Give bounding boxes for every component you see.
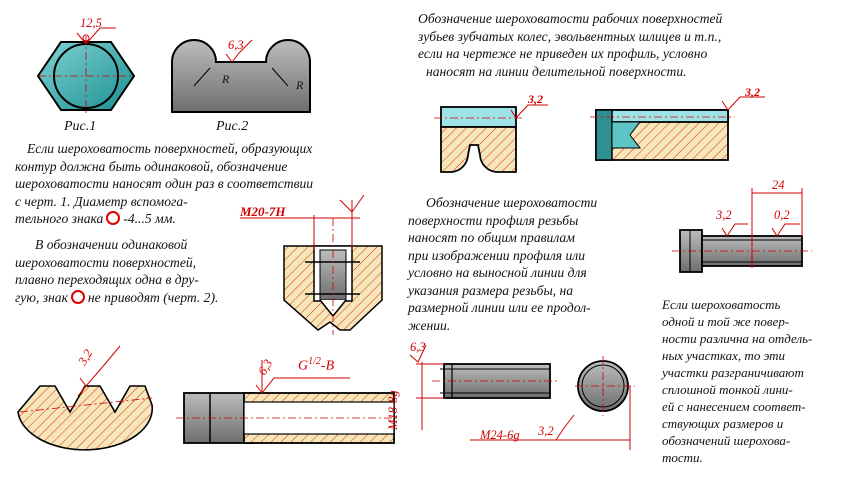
middle-paragraph: Обозначение шероховатости поверхности пр…	[408, 194, 648, 334]
gear-tooth-figure	[434, 104, 548, 173]
text-line: жении.	[408, 317, 451, 333]
text-line: одной и той же повер-	[662, 314, 790, 329]
text-line: сплошной тонкой лини-	[662, 382, 793, 397]
gear-roughness-1: 3,2	[528, 92, 543, 106]
text-line: плавно переходящих одна в дру-	[15, 272, 199, 287]
text-line: тельного знака -4...5 мм.	[15, 210, 385, 228]
hexagon-figure	[36, 27, 136, 116]
bolt-roughness-1: 6,3	[410, 340, 426, 354]
profile-figure	[171, 39, 311, 113]
text-line: контур должна быть одинаковой, обозначен…	[15, 158, 288, 174]
text-line: с черт. 1. Диаметр вспомога-	[15, 193, 188, 209]
text-line: если на чертеже не приведен их профиль, …	[418, 46, 708, 61]
text-line: шероховатости наносят один раз в соответ…	[15, 176, 314, 191]
fig1-roughness-label: 12,5	[80, 16, 102, 30]
text-line: В обозначении одинаковой	[35, 237, 188, 252]
text-line: Если шероховатость	[662, 297, 781, 312]
text-line: зубьев зубчатых колес, эвольвентных шлиц…	[418, 28, 722, 44]
bolt-figure	[409, 344, 635, 450]
text-segment: -4...5 мм.	[123, 211, 176, 226]
fig1-caption: Рис.1	[64, 119, 97, 134]
text-line: поверхности профиля резьбы	[408, 212, 579, 228]
bolt-m24-label: M24-6g	[480, 428, 520, 442]
thread-profile-figure	[17, 345, 154, 451]
text-line: размерной линии или ее продол-	[408, 300, 591, 315]
text-line: участки разграничивают	[662, 365, 804, 380]
fig2-caption: Рис.2	[216, 119, 249, 134]
text-line: условно на выносной линии для	[408, 265, 587, 280]
text-segment: тельного знака	[15, 211, 104, 226]
text-segment: не приводят (черт. 2).	[87, 289, 219, 305]
text-line: ных участках, то эти	[662, 348, 786, 363]
spline-shaft-figure	[590, 96, 765, 161]
text-line: Если шероховатость поверхностей, образую…	[27, 141, 313, 156]
shaft-roughness-2: 0,2	[774, 208, 790, 222]
right-paragraph: Если шероховатость одной и той же повер-…	[662, 296, 842, 466]
stepped-shaft-figure	[672, 188, 812, 273]
shaft-roughness-1: 3,2	[716, 208, 732, 222]
bolt-roughness-2: 3,2	[538, 424, 554, 438]
left-paragraph-1: Если шероховатость поверхностей, образую…	[15, 140, 385, 228]
text-segment: G	[298, 358, 309, 374]
thread-m20-label: M20-7H	[240, 204, 286, 219]
text-line: ей с нанесением соответ-	[662, 399, 806, 414]
text-line: тости.	[662, 450, 703, 465]
text-line: Обозначение шероховатости рабочих поверх…	[418, 11, 723, 26]
text-line: наносят на линии делительной поверхности…	[426, 63, 687, 79]
text-segment: гую, знак	[15, 289, 68, 305]
text-line: Обозначение шероховатости	[426, 195, 598, 210]
text-line: наносят по общим правилам	[408, 230, 575, 245]
text-segment: -B	[320, 358, 335, 374]
fig2-roughness-label: 6,3	[228, 38, 244, 52]
pipe-thread-label: G1/2-B	[298, 356, 334, 375]
bolt-m18-label: M18-8g	[386, 390, 400, 430]
text-line: ствующих размеров и	[662, 416, 784, 431]
text-line: указания размера резьбы, на	[408, 282, 573, 298]
circle-sign-icon	[70, 289, 85, 304]
left-paragraph-2: В обозначении одинаковой шероховатости п…	[15, 236, 285, 306]
text-line: при изображении профиля или	[408, 247, 585, 263]
text-line: обозначений шерохова-	[662, 433, 791, 448]
gear-roughness-2: 3,2	[745, 85, 760, 99]
radius-label-right: R	[296, 78, 304, 92]
text-line: гую, знак не приводят (черт. 2).	[15, 289, 285, 307]
radius-label-left: R	[222, 72, 230, 86]
right-top-paragraph: Обозначение шероховатости рабочих поверх…	[418, 10, 838, 80]
shaft-dimension: 24	[772, 178, 785, 192]
text-line: шероховатости поверхностей,	[15, 254, 197, 270]
pipe-thread-figure	[176, 360, 400, 444]
circle-sign-icon	[106, 211, 121, 225]
text-segment: 1/2	[308, 356, 321, 367]
threaded-hole-figure	[240, 194, 383, 335]
text-line: ности различна на отдель-	[662, 331, 813, 346]
